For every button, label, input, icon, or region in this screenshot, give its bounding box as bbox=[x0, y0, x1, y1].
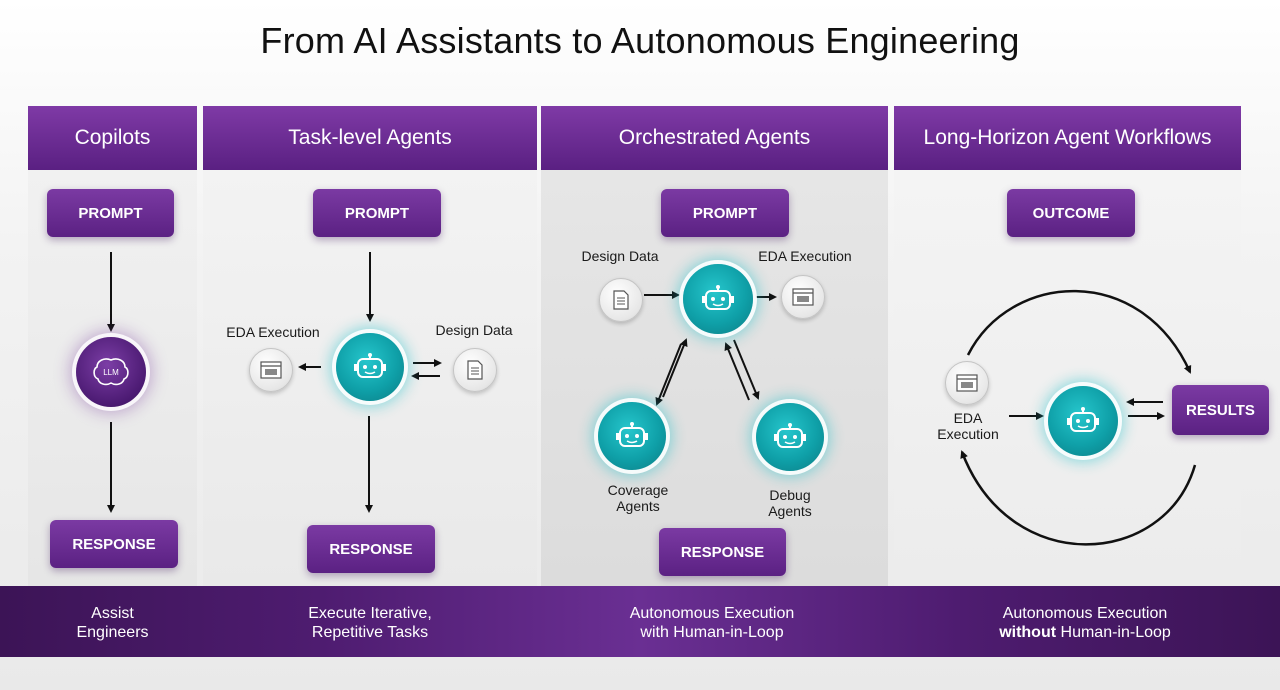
header-task-agents: Task-level Agents bbox=[203, 106, 537, 170]
eda-window-icon bbox=[781, 275, 825, 319]
task-eda-label: EDA Execution bbox=[226, 324, 320, 340]
orchestrated-panel bbox=[541, 170, 888, 586]
coverage-label-line1: Coverage bbox=[607, 482, 669, 498]
lh-eda-line1: EDA bbox=[953, 410, 983, 426]
footer-orch-line2: with Human-in-Loop bbox=[640, 624, 784, 641]
footer-lh-rest: Human-in-Loop bbox=[1056, 624, 1171, 641]
document-icon bbox=[453, 348, 497, 392]
robot-icon bbox=[1048, 386, 1118, 456]
task-response-button[interactable]: RESPONSE bbox=[307, 525, 435, 573]
header-copilots: Copilots bbox=[28, 106, 197, 170]
robot-icon bbox=[683, 264, 753, 334]
lh-eda-label: EDA Execution bbox=[926, 410, 1010, 442]
robot-icon bbox=[756, 403, 824, 471]
robot-icon bbox=[336, 333, 404, 401]
debug-label-line2: Agents bbox=[768, 503, 812, 519]
coverage-agents-label: Coverage Agents bbox=[590, 482, 686, 514]
lh-eda-line2: Execution bbox=[937, 426, 999, 442]
task-design-label: Design Data bbox=[435, 322, 513, 338]
orch-design-label: Design Data bbox=[581, 248, 659, 264]
footer-orchestrated: Autonomous Execution with Human-in-Loop bbox=[592, 604, 832, 642]
eda-window-icon bbox=[249, 348, 293, 392]
orch-response-button[interactable]: RESPONSE bbox=[659, 528, 786, 576]
copilots-response-button[interactable]: RESPONSE bbox=[50, 520, 178, 568]
footer-long-horizon: Autonomous Execution without Human-in-Lo… bbox=[955, 604, 1215, 642]
brain-llm-icon: LLM bbox=[76, 337, 146, 407]
header-orchestrated: Orchestrated Agents bbox=[541, 106, 888, 170]
footer-lh-bold: without bbox=[999, 624, 1057, 641]
footer-task: Execute Iterative, Repetitive Tasks bbox=[250, 604, 490, 642]
footer-task-line2: Repetitive Tasks bbox=[311, 624, 429, 641]
footer-lh-line1: Autonomous Execution bbox=[1002, 605, 1168, 622]
coverage-label-line2: Agents bbox=[616, 498, 660, 514]
robot-icon bbox=[598, 402, 666, 470]
orch-eda-label: EDA Execution bbox=[758, 248, 852, 264]
footer-copilots: Assist Engineers bbox=[28, 604, 197, 642]
footer-band bbox=[0, 586, 1280, 657]
debug-agents-label: Debug Agents bbox=[742, 487, 838, 519]
footer-copilots-line2: Engineers bbox=[76, 624, 149, 641]
page-title: From AI Assistants to Autonomous Enginee… bbox=[260, 20, 1020, 61]
copilots-prompt-button[interactable]: PROMPT bbox=[47, 189, 174, 237]
footer-copilots-line1: Assist bbox=[91, 605, 134, 622]
outcome-button[interactable]: OUTCOME bbox=[1007, 189, 1135, 237]
task-prompt-button[interactable]: PROMPT bbox=[313, 189, 441, 237]
results-button[interactable]: RESULTS bbox=[1172, 385, 1269, 435]
footer-task-line1: Execute Iterative, bbox=[308, 605, 432, 622]
footer-lh-line2: without Human-in-Loop bbox=[955, 623, 1215, 642]
document-icon bbox=[599, 278, 643, 322]
orch-prompt-button[interactable]: PROMPT bbox=[661, 189, 789, 237]
header-long-horizon: Long-Horizon Agent Workflows bbox=[894, 106, 1241, 170]
eda-window-icon bbox=[945, 361, 989, 405]
llm-label: LLM bbox=[103, 368, 119, 377]
debug-label-line1: Debug bbox=[769, 487, 811, 503]
footer-orch-line1: Autonomous Execution bbox=[629, 605, 795, 622]
